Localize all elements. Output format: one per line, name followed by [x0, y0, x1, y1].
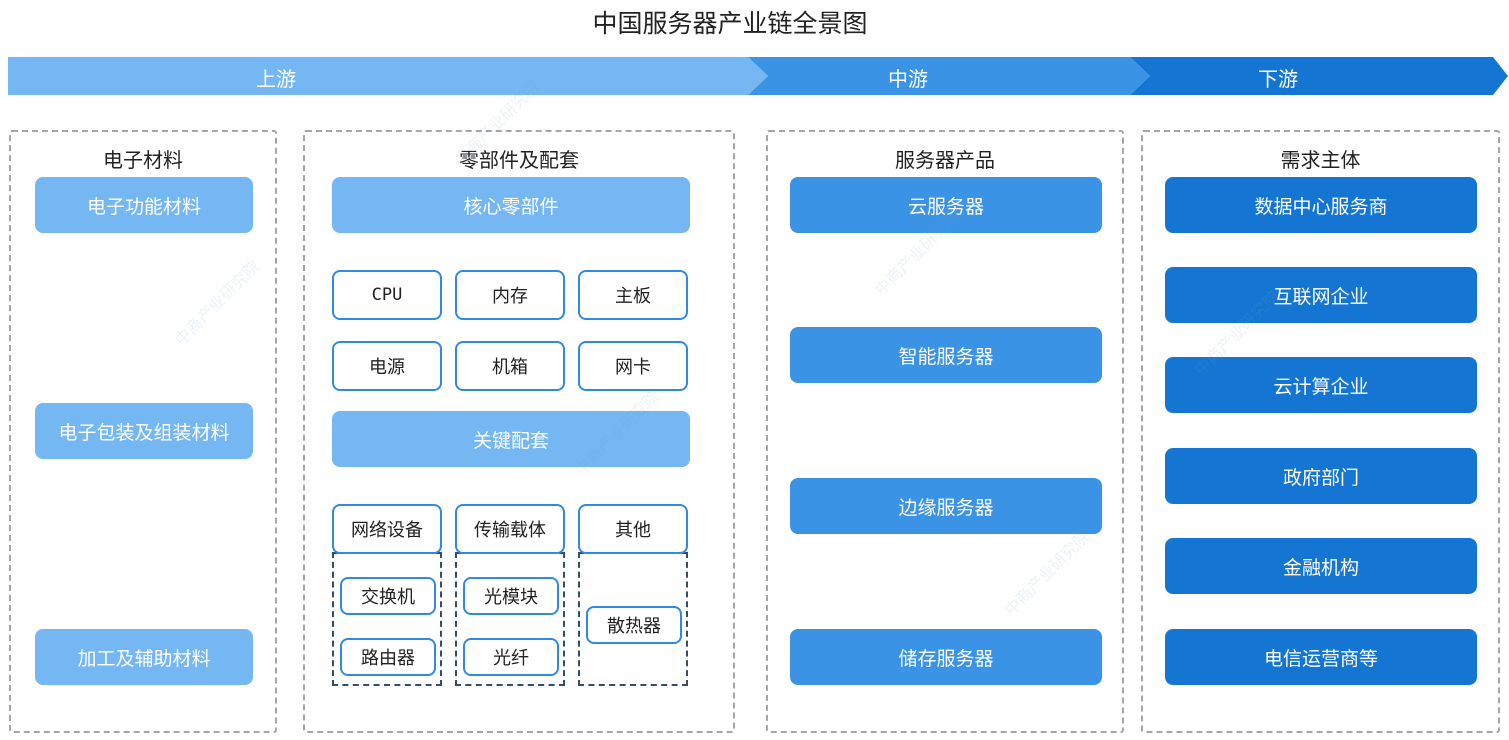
band-segment-downstream: [1130, 57, 1508, 95]
band-label-midstream: 中游: [888, 67, 928, 91]
core-components-header: 核心零部件: [332, 177, 690, 233]
component-chassis: 机箱: [455, 341, 565, 391]
value-chain-band: 上游 中游 下游: [8, 57, 1508, 95]
band-label-downstream: 下游: [1258, 67, 1298, 91]
demand-item: 政府部门: [1165, 448, 1477, 504]
column-products: 服务器产品 云服务器 智能服务器 边缘服务器 储存服务器: [766, 130, 1124, 733]
component-memory: 内存: [455, 270, 565, 320]
demand-item: 电信运营商等: [1165, 629, 1477, 685]
network-devices-header: 网络设备: [332, 504, 442, 554]
column-title-products: 服务器产品: [895, 148, 995, 172]
transmission-header: 传输载体: [455, 504, 565, 554]
page-title: 中国服务器产业链全景图: [592, 9, 868, 38]
product-item: 储存服务器: [790, 629, 1102, 685]
supporting-header: 关键配套: [332, 411, 690, 467]
band-segment-upstream: [8, 57, 768, 95]
material-item: 电子功能材料: [35, 177, 253, 233]
demand-item: 数据中心服务商: [1165, 177, 1477, 233]
component-switch: 交换机: [340, 577, 436, 615]
component-optical-fiber: 光纤: [463, 638, 559, 676]
band-segment-midstream: [748, 57, 1150, 95]
band-arrows: [8, 57, 1508, 95]
product-item: 智能服务器: [790, 327, 1102, 383]
product-item: 边缘服务器: [790, 478, 1102, 534]
component-cpu: CPU: [332, 270, 442, 320]
material-item: 加工及辅助材料: [35, 629, 253, 685]
other-header: 其他: [578, 504, 688, 554]
component-power-supply: 电源: [332, 341, 442, 391]
demand-item: 金融机构: [1165, 538, 1477, 594]
column-title-materials: 电子材料: [103, 148, 183, 172]
column-demand: 需求主体 数据中心服务商 互联网企业 云计算企业 政府部门 金融机构 电信运营商…: [1141, 130, 1500, 733]
product-item: 云服务器: [790, 177, 1102, 233]
component-router: 路由器: [340, 638, 436, 676]
component-motherboard: 主板: [578, 270, 688, 320]
column-title-components: 零部件及配套: [459, 148, 579, 172]
column-title-demand: 需求主体: [1280, 148, 1361, 172]
demand-item: 互联网企业: [1165, 267, 1477, 323]
demand-item: 云计算企业: [1165, 357, 1477, 413]
component-optical-module: 光模块: [463, 577, 559, 615]
column-materials: 电子材料 电子功能材料 电子包装及组装材料 加工及辅助材料: [9, 130, 277, 733]
component-heatsink: 散热器: [586, 606, 682, 644]
band-label-upstream: 上游: [256, 67, 296, 91]
component-nic: 网卡: [578, 341, 688, 391]
material-item: 电子包装及组装材料: [35, 403, 253, 459]
column-components: 零部件及配套 核心零部件 CPU 内存 主板 电源 机箱 网卡 关键配套 网络设…: [303, 130, 735, 733]
